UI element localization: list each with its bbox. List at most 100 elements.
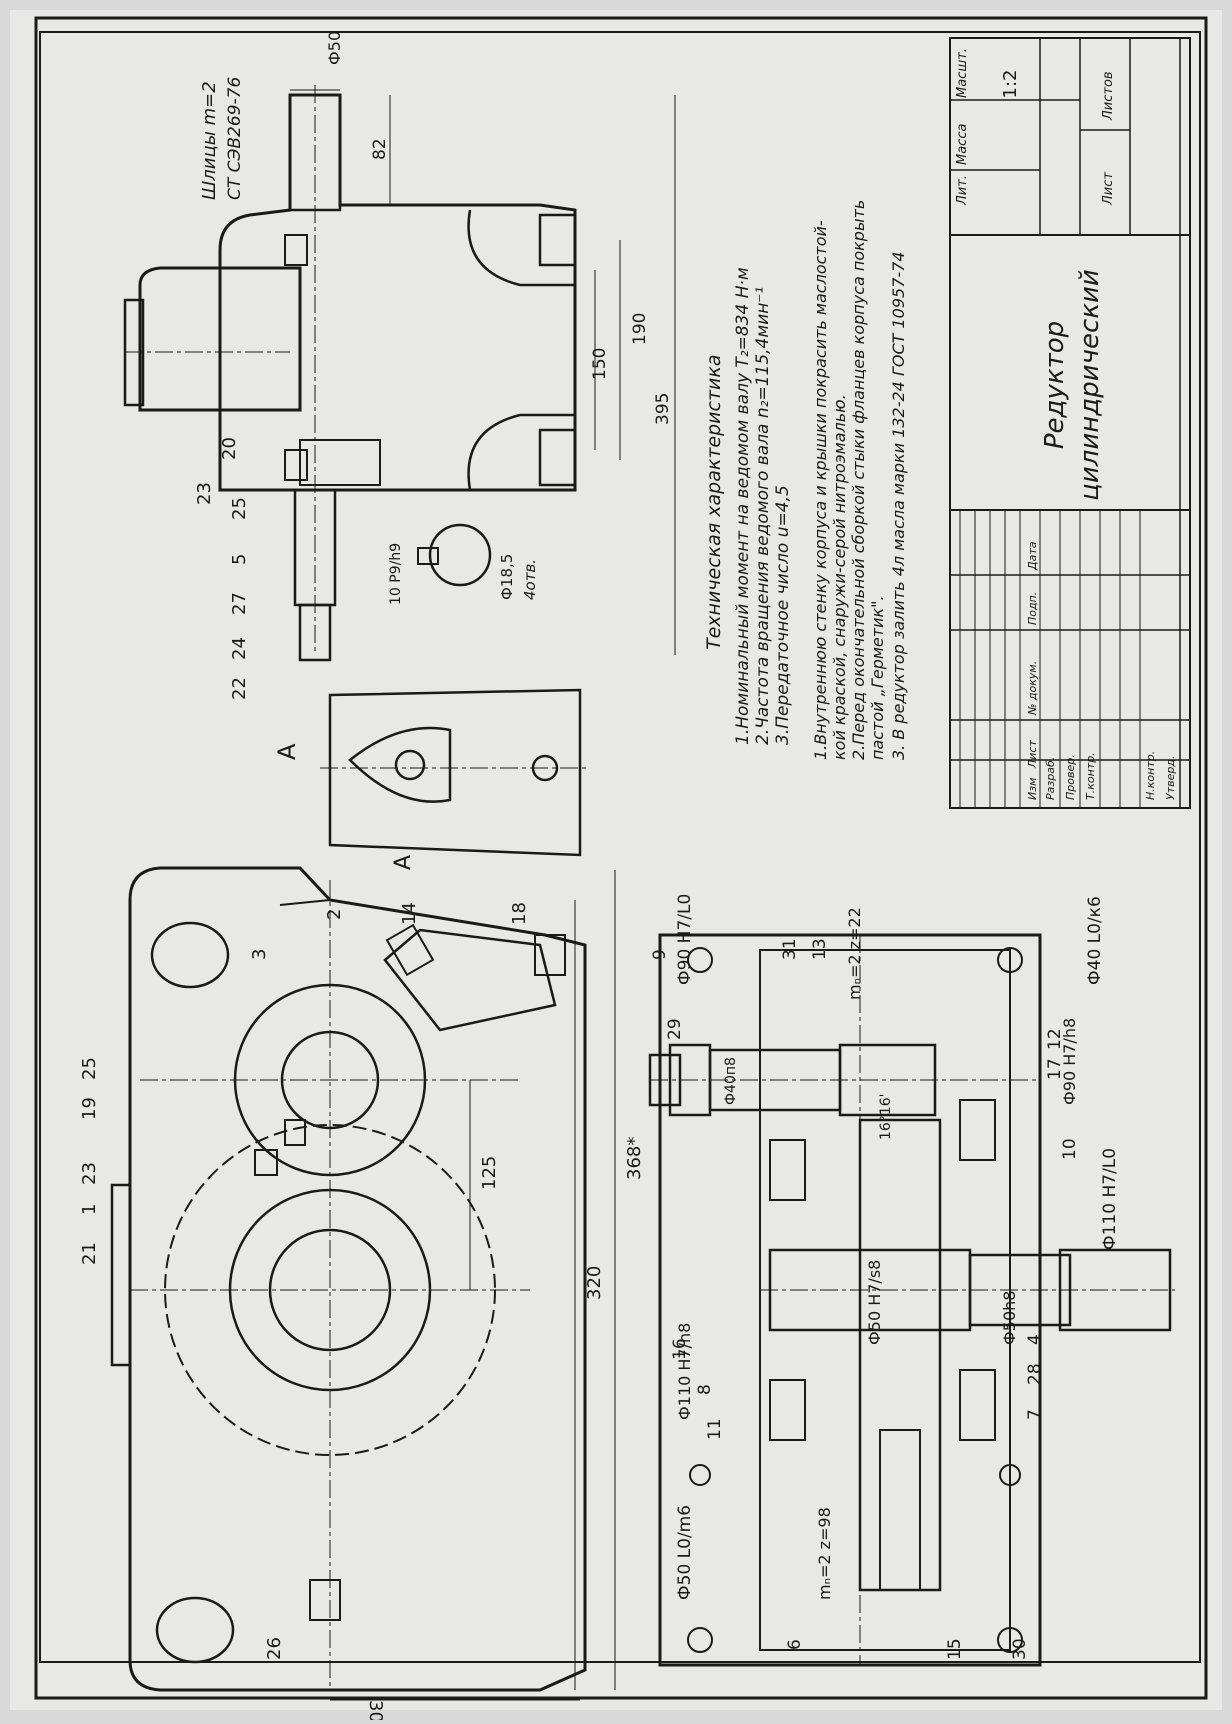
side-view: Ф50 82 190 150 395 Ф18,5 4отв. 10 P9/h9 …: [123, 31, 676, 700]
tc-title: Техническая характеристика: [703, 355, 725, 650]
col-date: Дата: [1026, 541, 1039, 571]
helix-angle: 16°16': [878, 1094, 894, 1140]
front-dim-368: 368*: [624, 1137, 645, 1180]
side-part-27: 27: [229, 592, 250, 615]
spline-label: Шлицы m=2: [199, 81, 220, 200]
front-part-25: 25: [79, 1057, 100, 1080]
front-view: 125 320 368* 162 300* 25 19 23 1 21 3 2 …: [79, 855, 645, 1724]
side-dim-82: 82: [370, 138, 390, 160]
technical-characteristics: Техническая характеристика 1.Номинальный…: [703, 267, 793, 745]
tr-line-1: 1.Внутреннюю стенку корпуса и крышки пок…: [811, 220, 830, 760]
front-part-19: 19: [79, 1097, 100, 1120]
tr-line-4: пастой „Герметик".: [868, 595, 887, 760]
side-dim-190: 190: [630, 313, 650, 345]
tr-line-2: кой краской, снаружи-серой нитроэмалью.: [830, 394, 849, 760]
technical-requirements: 1.Внутреннюю стенку корпуса и крышки пок…: [811, 200, 908, 760]
side-dim-150: 150: [590, 348, 610, 380]
header-lit: Лит.: [955, 175, 970, 206]
hole-count: 4отв.: [521, 559, 539, 600]
front-part-1: 1: [79, 1204, 100, 1215]
paper: [10, 10, 1222, 1710]
fit-110-h7-h8: Ф110 H7/h8: [675, 1323, 694, 1420]
front-dim-300: 300*: [365, 1700, 386, 1720]
col-izm: Изм: [1026, 778, 1039, 800]
role-6: Утверд.: [1164, 756, 1177, 800]
front-part-2: 2: [324, 909, 345, 920]
plan-part-4: 4: [1025, 1334, 1045, 1345]
fit-110-h7-l0: Ф110 H7/L0: [1100, 1148, 1120, 1250]
plan-part-9: 9: [650, 949, 670, 960]
plan-part-16: 16: [670, 1338, 690, 1360]
side-part-25: 25: [229, 497, 250, 520]
col-doc: № докум.: [1026, 661, 1039, 716]
side-dim-phi50: Ф50: [325, 31, 344, 65]
front-dim-125: 125: [479, 1156, 500, 1190]
front-dim-320: 320: [584, 1266, 605, 1300]
spline-std: СТ СЭВ269-76: [225, 77, 245, 200]
view-a: A: [273, 688, 590, 857]
header-scale: Масшт.: [955, 48, 970, 98]
view-a-label: A: [273, 743, 301, 760]
header-mass: Масса: [955, 124, 970, 165]
plan-part-29: 29: [665, 1018, 685, 1040]
hole-dim: Ф18,5: [498, 554, 516, 600]
side-part-20: 20: [219, 437, 240, 460]
plan-part-15: 15: [945, 1638, 965, 1660]
front-part-21: 21: [79, 1242, 100, 1265]
front-part-3: 3: [249, 949, 270, 960]
front-part-18: 18: [509, 902, 530, 925]
front-part-23: 23: [79, 1162, 100, 1185]
plan-view: Ф50 L0/m6 Ф110 H7/h8 Ф50 H7/s8 Ф50h8 Ф40…: [648, 894, 1175, 1667]
title-name-2: цилиндрический: [1075, 269, 1105, 501]
side-part-23: 23: [194, 482, 215, 505]
gear2-params: mₙ=2 z=98: [815, 1507, 834, 1600]
inner-frame: [39, 31, 1201, 1663]
fit-50-l0-m6: Ф50 L0/m6: [675, 1505, 695, 1600]
plan-part-28: 28: [1025, 1363, 1045, 1385]
side-part-5: 5: [229, 554, 250, 565]
plan-part-31: 31: [780, 938, 800, 960]
tc-line-1: 1.Номинальный момент на ведомом валу T₂=…: [733, 267, 753, 745]
title-name-1: Редуктор: [1040, 321, 1070, 449]
col-sign: Подп.: [1026, 592, 1039, 625]
tc-line-2: 2.Частота вращения ведомого вала n₂=115,…: [753, 287, 773, 745]
fit-90-h7-h8: Ф90 H7/h8: [1060, 1018, 1079, 1105]
fit-50-h7-s8: Ф50 H7/s8: [865, 1260, 884, 1345]
front-part-26: 26: [264, 1637, 285, 1660]
role-5: Н.контр.: [1144, 751, 1157, 800]
role-2: Провер.: [1064, 754, 1077, 800]
key-fit: 10 P9/h9: [388, 543, 404, 605]
fit-90-h7-l0: Ф90 H7/L0: [675, 894, 695, 985]
tr-line-5: 3. В редуктор залить 4л масла марки 132-…: [889, 251, 908, 760]
plan-part-12: 12: [1045, 1028, 1065, 1050]
plan-part-10: 10: [1060, 1138, 1080, 1160]
side-part-22: 22: [229, 677, 250, 700]
scale-value: 1:2: [1000, 70, 1021, 99]
side-dim-395: 395: [653, 393, 673, 425]
gear1-params: mₙ=2 z=22: [845, 907, 864, 1000]
side-part-24: 24: [229, 637, 250, 660]
fit-50h8: Ф50h8: [1000, 1291, 1019, 1345]
outer-frame: [34, 16, 1208, 1700]
plan-part-11: 11: [705, 1418, 725, 1440]
front-part-14: 14: [399, 902, 420, 925]
plan-part-17: 17: [1045, 1058, 1065, 1080]
fit-40-l0-k6: Ф40 L0/к6: [1085, 896, 1105, 985]
sheet-label: Лист: [1101, 172, 1116, 206]
plan-part-6: 6: [785, 1639, 805, 1650]
plan-part-30: 30: [1010, 1638, 1030, 1660]
title-block: Редуктор цилиндрический Лит. Масса Масшт…: [949, 37, 1191, 809]
tc-line-3: 3.Передаточное число u=4,5: [773, 485, 793, 745]
tr-line-3: 2.Перед окончательной сборкой стыки флан…: [849, 200, 868, 760]
col-list: Лист: [1026, 740, 1039, 769]
sheets-label: Листов: [1101, 71, 1116, 121]
plan-part-7: 7: [1025, 1409, 1045, 1420]
front-view-a-arrow-label: A: [391, 855, 416, 870]
role-1: Разраб.: [1044, 757, 1057, 800]
plan-part-13: 13: [810, 938, 830, 960]
role-3: Т.контр.: [1084, 752, 1097, 800]
plan-part-8: 8: [695, 1384, 715, 1395]
fit-40n8: Ф40п8: [723, 1057, 739, 1105]
